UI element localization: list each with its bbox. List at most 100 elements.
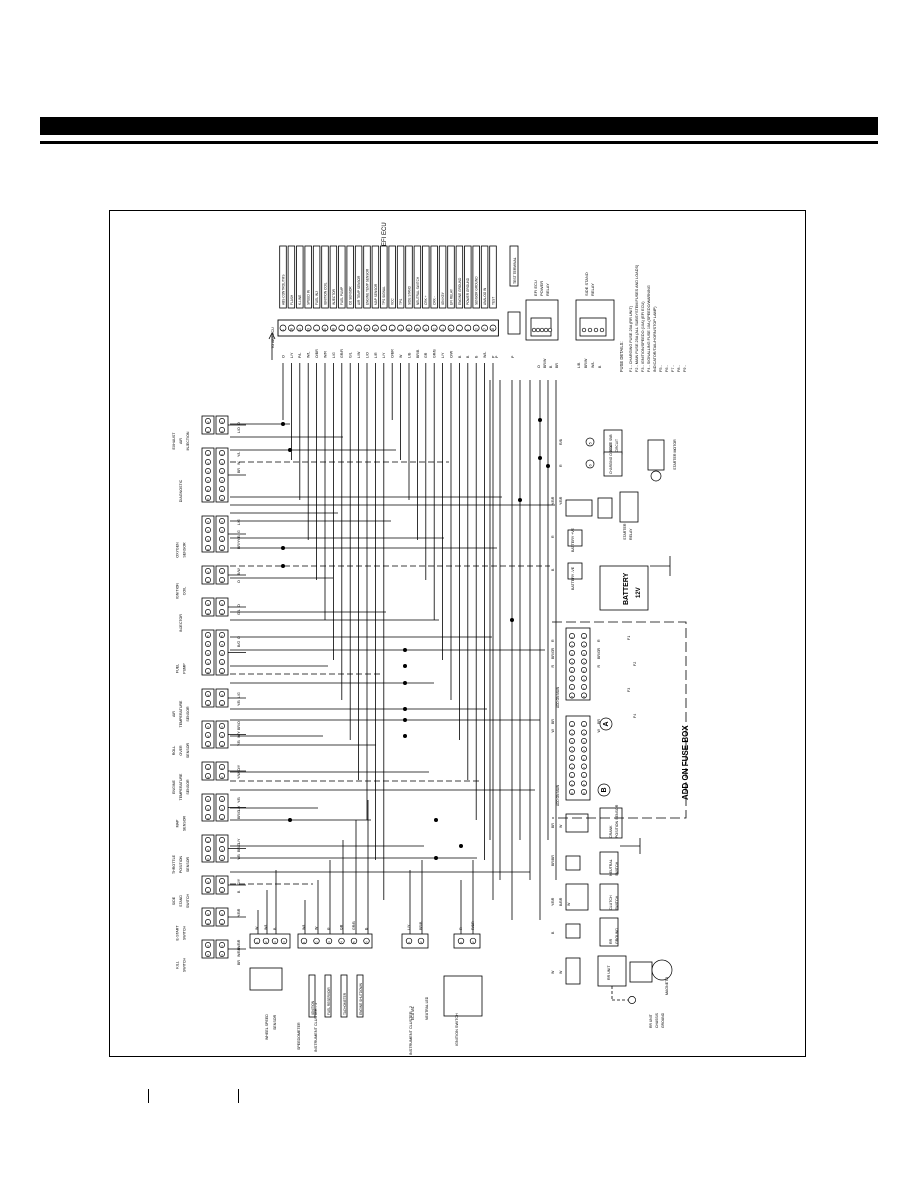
ecu-function-box [371, 245, 380, 309]
left-wire-color: Y/B [237, 854, 241, 860]
left-pin-number: 2 [206, 603, 210, 605]
left-wire-color: L/G [237, 692, 241, 698]
ecu-function-box [346, 245, 354, 309]
left-pin-number: 2 [220, 539, 224, 541]
pin-circle [569, 667, 575, 673]
ecu-pin-function: ABS CONTROL/TMS [281, 275, 285, 305]
left-connector-outer [201, 597, 215, 617]
ecu-pin-number-circle [330, 324, 337, 332]
left-pin-circle [205, 418, 211, 424]
pin-circle [405, 937, 413, 945]
efi-relay-label-1: EFI ECU [533, 280, 538, 296]
left-pin-number: 2 [206, 881, 210, 883]
circuit-label-2: CIRCUIT [615, 439, 619, 452]
ignition-pin: 2 [471, 941, 475, 943]
ecu-pin-number-circle [414, 324, 421, 332]
left-pin-circle [205, 700, 211, 706]
cluster-pin: 4 [340, 941, 344, 943]
left-pin-number: 1 [220, 744, 224, 746]
left-wire-color: Y/BR [237, 908, 241, 917]
left-pin-number: 1 [206, 580, 210, 582]
ecu-wire-color: L/Y [290, 352, 294, 358]
left-pin-number: 1 [206, 671, 210, 673]
left-pin-number: 2 [220, 776, 224, 778]
ignition-switch-body [443, 975, 483, 1017]
circuit-number: 6 [588, 464, 592, 466]
ecu-wire-color: G/L [349, 352, 353, 358]
left-wire-color: BR/G [237, 810, 241, 819]
ecu-pin-number-circle [439, 324, 446, 332]
left-wire-color: W [237, 461, 241, 465]
ecu-wire-color: GR [424, 352, 428, 358]
left-connector-name: IGNITION [176, 583, 180, 599]
efi-relay-label-3: RELAY [545, 283, 550, 296]
left-pin-circle [219, 805, 225, 811]
pin-circle [581, 650, 587, 656]
ecu-pin-number: 30 [298, 328, 302, 332]
left-pin-number: 5 [220, 635, 224, 637]
left-wire-color: G [237, 530, 241, 533]
left-pin-circle [219, 418, 225, 424]
left-pin-number: 2 [220, 913, 224, 915]
fuse-a-wire-left: R [551, 639, 555, 642]
left-pin-circle [205, 450, 211, 456]
ecu-pin-function: SIDE STAND [407, 285, 411, 305]
pin-circle [581, 692, 587, 699]
left-pin-circle [205, 723, 211, 729]
circuit-wire: R/B [559, 438, 563, 445]
ecu-wire-color: O [281, 355, 285, 358]
left-wire-color: O [237, 422, 241, 425]
left-pin-number: 4 [206, 521, 210, 523]
left-pin-number: 2 [220, 881, 224, 883]
ecu-pin-number: 9 [348, 329, 352, 331]
left-connector-name: ROLL [172, 746, 176, 755]
rr-ground-label-2: GROUND [615, 928, 619, 944]
relay-starter-wire: Y/BR [559, 496, 563, 505]
left-pin-circle [205, 741, 211, 747]
ecu-pin-function: SPEED IN [307, 289, 311, 305]
ecu-pin-function: CRK - [433, 296, 437, 305]
ecu-pin-function: EFI RELAY [449, 288, 453, 305]
ecu-function-box [413, 245, 422, 309]
left-pin-number: 1 [206, 890, 210, 892]
clutch-label-2: SWITCH [615, 895, 619, 910]
fuse-a-wire-left: R [551, 648, 555, 651]
ecu-wire-color: L/G [332, 352, 336, 358]
crank-wire: BR [551, 823, 555, 828]
pin-circle [547, 327, 553, 333]
left-pin-circle [205, 837, 211, 843]
left-wire-color: L/O [237, 427, 241, 433]
left-pin-number: 1 [206, 922, 210, 924]
cluster2-wire: BR/B [419, 921, 423, 930]
test-terminal-label: TEST TERMINAL [513, 257, 517, 284]
side-relay-wire: B [598, 365, 602, 368]
pin-circle [569, 675, 575, 682]
ignition-connector [453, 933, 481, 949]
pin-circle [581, 633, 587, 639]
left-pin-number: 5 [206, 489, 210, 491]
pin-circle [581, 772, 587, 778]
cluster-wire: GR/B [352, 921, 356, 930]
battery-body [599, 565, 649, 611]
clutch-wire: W [567, 902, 571, 906]
left-wire-color: Y/W [237, 772, 241, 779]
ecu-pin-number-circle [456, 324, 463, 332]
ecu-pin-number: 17 [483, 328, 487, 332]
left-pin-circle [205, 568, 211, 574]
cluster-wire: R [327, 927, 331, 930]
magneto-coupler [629, 961, 653, 983]
ecu-label: EFI ECU [382, 222, 388, 246]
left-pin-circle [205, 600, 211, 606]
left-wire-color: W/BR [237, 947, 241, 957]
starter-motor-body [647, 439, 665, 471]
ecu-pin-function: TEST [491, 297, 495, 305]
fuse-a-pin: 3 [582, 653, 586, 655]
cluster-pin: 3 [327, 941, 331, 943]
wheel-speed-label: WHEEL SPEED [265, 1014, 269, 1040]
left-pin-circle [205, 545, 211, 551]
magneto-label: MAGNETO [665, 977, 669, 995]
wheel-wire: W [255, 926, 259, 930]
ecu-wire-color: O/BR [391, 349, 395, 358]
ecu-pin-number-circle [313, 324, 320, 332]
left-connector-name: SENSOR [186, 857, 190, 873]
